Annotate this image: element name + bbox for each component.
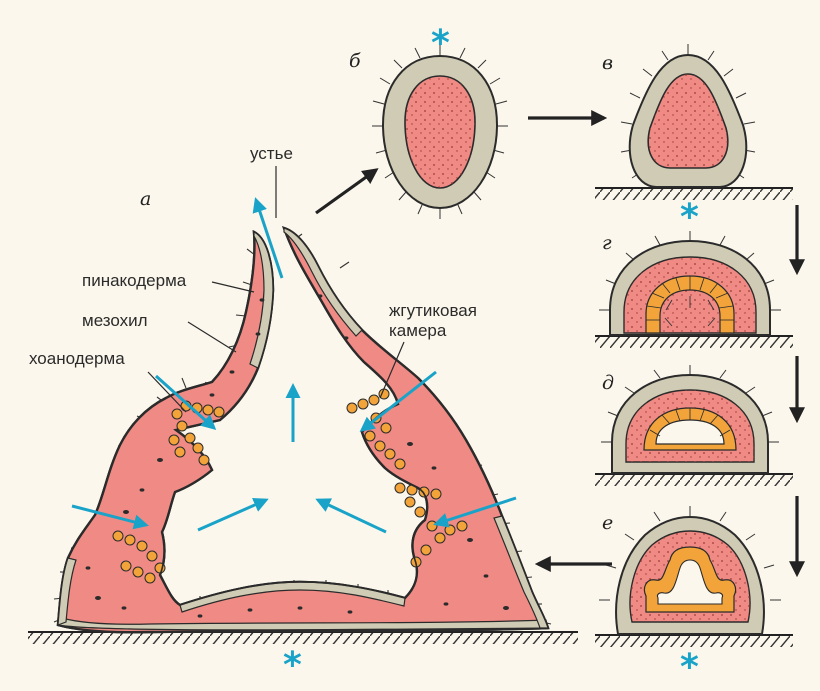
- label-khoanoderma: хоанодерма: [29, 350, 125, 368]
- stage-g: [599, 231, 781, 335]
- stage-e: [599, 506, 781, 634]
- label-mezokhil: мезохил: [82, 312, 148, 330]
- panel-label-b: б: [349, 50, 361, 72]
- substrate-main: [28, 632, 578, 644]
- panel-label-g: г: [602, 232, 612, 254]
- larva-v: [621, 44, 755, 187]
- label-kamera: камера: [389, 322, 446, 340]
- panel-label-v: в: [602, 52, 613, 74]
- label-pinakoderma: пинакодерма: [82, 272, 186, 290]
- label-ustye: устье: [250, 145, 293, 163]
- substrate-d: [595, 474, 793, 486]
- panel-label-d: д: [602, 372, 614, 394]
- panel-label-e: е: [602, 512, 613, 534]
- larva-b: [372, 44, 508, 219]
- pole-star-v: *: [680, 200, 699, 236]
- stage-d: [601, 365, 779, 473]
- label-zhgutikovaya: жгутиковая: [389, 302, 477, 320]
- substrate-g: [595, 336, 793, 348]
- pole-star-b: *: [431, 26, 450, 62]
- substrate-e: [595, 635, 793, 647]
- leader-lines: [148, 166, 404, 412]
- panel-label-a: а: [140, 188, 151, 210]
- pole-star-a: *: [283, 648, 302, 684]
- pole-star-e: *: [680, 650, 699, 686]
